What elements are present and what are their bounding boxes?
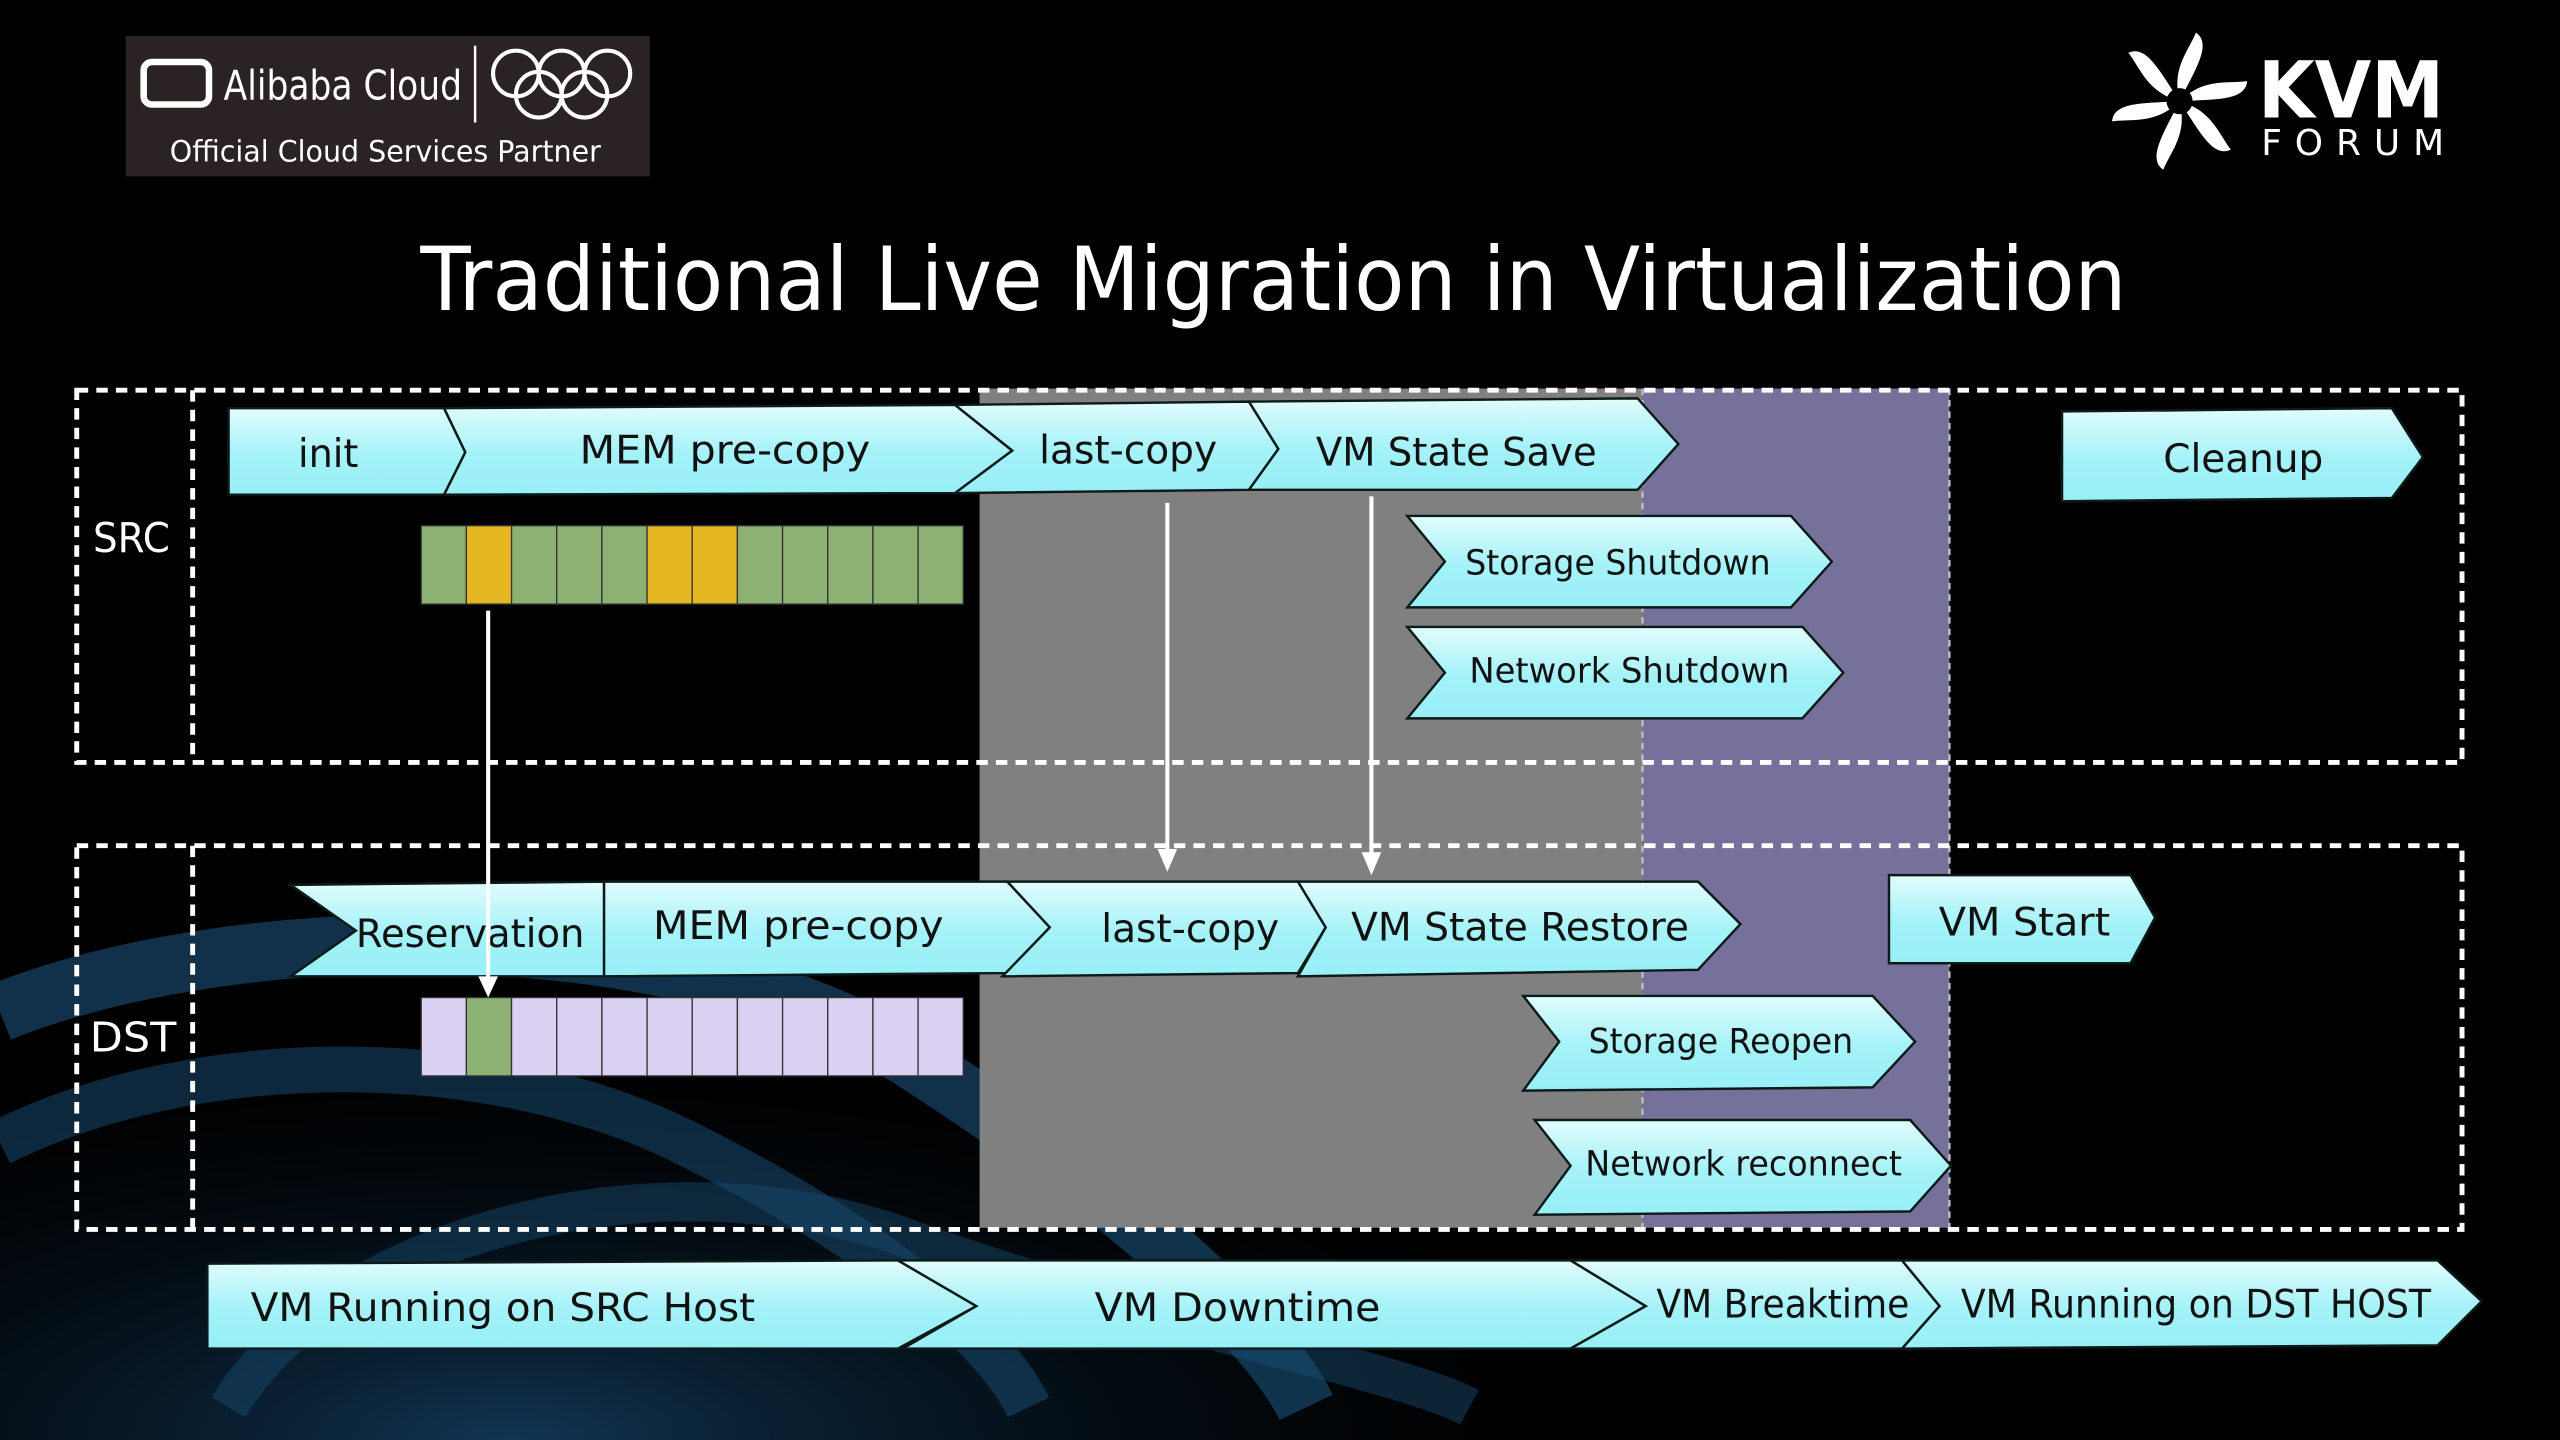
memory-page-empty — [556, 996, 603, 1077]
downtime-region — [979, 388, 1643, 1228]
dst-host-box — [74, 843, 2465, 1232]
svg-text:last-copy: last-copy — [1101, 907, 1279, 952]
dst-label: DST — [90, 1013, 178, 1061]
src-label: SRC — [93, 514, 170, 562]
memory-page-clean — [917, 525, 964, 605]
timeline-vm-running-dst: VM Running on DST HOST — [1899, 1259, 2484, 1350]
svg-text:VM Running on DST HOST: VM Running on DST HOST — [1961, 1283, 2432, 1328]
dst-stage-mem-pre-copy: MEM pre-copy — [602, 880, 1052, 978]
src-stage-last-copy: last-copy — [951, 400, 1280, 495]
svg-text:Storage Shutdown: Storage Shutdown — [1465, 544, 1770, 584]
memory-page-empty — [827, 996, 874, 1077]
svg-text:VM Breaktime: VM Breaktime — [1656, 1283, 1909, 1328]
svg-text:Network Shutdown: Network Shutdown — [1469, 651, 1789, 691]
dst-stage-last-copy: last-copy — [999, 880, 1328, 978]
alibaba-tagline: Official Cloud Services Partner — [170, 135, 602, 169]
memory-page-empty — [736, 996, 784, 1077]
memory-page-clean — [736, 525, 784, 605]
alibaba-name: Alibaba Cloud — [224, 62, 462, 110]
kvm-name: KVM — [2258, 46, 2444, 137]
memory-page-clean — [781, 525, 829, 605]
dst-stage-reservation: Reservation — [286, 880, 606, 978]
dst-task-storage-reopen: Storage Reopen — [1520, 994, 1917, 1092]
dst-stage-vm-state-restore: VM State Restore — [1295, 880, 1743, 978]
src-stage-cleanup: Cleanup — [2060, 406, 2425, 503]
memory-page-empty — [601, 996, 648, 1077]
memory-page-empty — [781, 996, 829, 1077]
svg-text:init: init — [298, 432, 358, 477]
memory-page-empty — [691, 996, 739, 1077]
page-title: Traditional Live Migration in Virtualiza… — [419, 228, 2126, 331]
svg-text:VM Running on SRC Host: VM Running on SRC Host — [251, 1286, 755, 1331]
dst-stage-vm-start: VM Start — [1887, 873, 2157, 965]
src-stage-mem-pre-copy: MEM pre-copy — [442, 403, 1015, 496]
svg-text:Network reconnect: Network reconnect — [1585, 1145, 1902, 1185]
timeline-vm-downtime: VM Downtime — [893, 1259, 1649, 1350]
svg-text:VM State Restore: VM State Restore — [1351, 905, 1689, 950]
src-stage-init: init — [227, 406, 467, 496]
olympic-rings-icon — [491, 48, 633, 120]
memory-page-clean — [556, 525, 603, 605]
memory-page-copied — [465, 996, 513, 1077]
src-task-storage-shutdown: Storage Shutdown — [1404, 514, 1834, 609]
memory-page-empty — [646, 996, 693, 1077]
memory-page-empty — [917, 996, 964, 1077]
memory-page-dirty — [646, 525, 693, 605]
svg-text:MEM pre-copy: MEM pre-copy — [653, 904, 944, 949]
memory-page-clean — [872, 525, 919, 605]
transfer-arrows — [478, 496, 1382, 998]
kvm-forum-logo: KVM FORUM — [2112, 32, 2444, 170]
alibaba-cloud-logo: Alibaba Cloud Official Cloud Services Pa… — [125, 35, 650, 177]
src-host-box — [74, 387, 2465, 765]
svg-text:VM Downtime: VM Downtime — [1095, 1286, 1381, 1331]
breaktime-region — [1642, 388, 1950, 1228]
svg-text:Storage Reopen: Storage Reopen — [1589, 1022, 1853, 1062]
dst-task-network-reconnect: Network reconnect — [1532, 1118, 1953, 1216]
memory-page-dirty — [465, 525, 513, 605]
svg-text:Reservation: Reservation — [356, 912, 585, 957]
svg-text:MEM pre-copy: MEM pre-copy — [580, 429, 871, 474]
src-stage-vm-state-save: VM State Save — [1246, 397, 1681, 492]
timeline-vm-breaktime: VM Breaktime — [1565, 1259, 1942, 1350]
src-task-network-shutdown: Network Shutdown — [1404, 625, 1845, 720]
memory-page-dirty — [691, 525, 739, 605]
svg-text:Cleanup: Cleanup — [2163, 437, 2323, 482]
memory-page-empty — [872, 996, 919, 1077]
svg-text:last-copy: last-copy — [1039, 429, 1217, 474]
dst-memory-pages — [420, 996, 964, 1077]
memory-page-empty — [510, 996, 558, 1077]
memory-page-clean — [827, 525, 874, 605]
memory-page-clean — [510, 525, 558, 605]
svg-text:VM State Save: VM State Save — [1316, 430, 1597, 475]
src-memory-pages — [420, 525, 964, 605]
kvm-flower-icon — [2112, 32, 2248, 170]
memory-page-clean — [601, 525, 648, 605]
memory-page-clean — [420, 525, 468, 605]
timeline-vm-running-src: VM Running on SRC Host — [206, 1259, 979, 1350]
memory-page-empty — [420, 996, 468, 1077]
svg-text:VM Start: VM Start — [1939, 901, 2110, 946]
